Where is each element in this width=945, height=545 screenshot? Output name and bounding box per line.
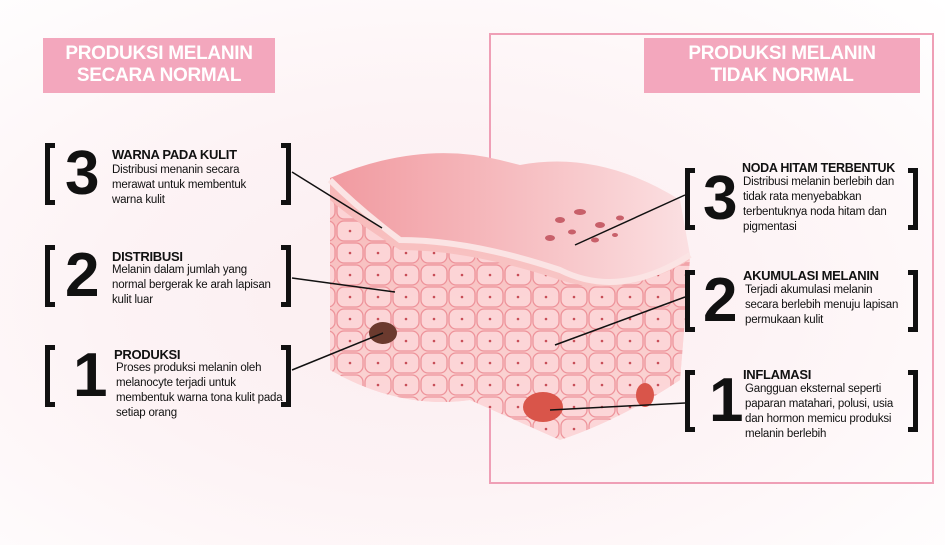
step-number: 1 <box>709 366 744 435</box>
step-title: INFLAMASI <box>743 367 812 382</box>
step-title: NODA HITAM TERBENTUK <box>742 161 896 175</box>
step-number: 2 <box>703 266 738 335</box>
left-item-1: 1 PRODUKSI Proses produksi melanin oleh … <box>45 341 293 419</box>
left-item-2: 2 DISTRIBUSI Melanin dalam jumlah yang n… <box>45 241 293 310</box>
step-title: DISTRIBUSI <box>112 249 183 264</box>
step-description: Gangguan eksternal seperti paparan matah… <box>745 383 894 440</box>
step-number: 3 <box>703 164 738 233</box>
left-header: PRODUKSI MELANIN SECARA NORMAL <box>43 38 275 93</box>
right-item-2: 2 AKUMULASI MELANIN Terjadi akumulasi me… <box>685 266 919 335</box>
bracket-left <box>685 270 695 332</box>
step-description: Distribusi menanin secara merawat untuk … <box>112 164 247 206</box>
melanocyte-inflamed <box>523 392 563 422</box>
left-item-3: 3 WARNA PADA KULIT Distribusi menanin se… <box>45 139 293 208</box>
left-header-line2: SECARA NORMAL <box>76 65 242 86</box>
right-item-1: 1 INFLAMASI Gangguan eksternal seperti p… <box>685 366 919 440</box>
step-title: WARNA PADA KULIT <box>112 147 237 162</box>
step-number: 1 <box>73 341 108 410</box>
bracket-right <box>908 370 918 432</box>
bracket-right <box>908 270 918 332</box>
bracket-right <box>281 345 291 407</box>
step-number: 3 <box>65 139 100 208</box>
left-header-line1: PRODUKSI MELANIN <box>65 43 253 64</box>
bracket-left <box>685 370 695 432</box>
right-header-line2: TIDAK NORMAL <box>710 65 854 86</box>
right-header-line1: PRODUKSI MELANIN <box>688 43 876 64</box>
surface-layer-edge <box>327 177 692 285</box>
melanocyte-inflamed-2 <box>636 383 654 407</box>
step-title: AKUMULASI MELANIN <box>743 268 879 283</box>
bracket-right <box>908 168 918 230</box>
step-description: Distribusi melanin berlebih dan tidak ra… <box>743 176 895 233</box>
step-description: Terjadi akumulasi melanin secara berlebi… <box>745 284 899 326</box>
skin-cells <box>330 200 690 440</box>
bracket-left <box>45 345 55 407</box>
dark-spots <box>545 209 624 243</box>
right-item-3: 3 NODA HITAM TERBENTUK Distribusi melani… <box>685 161 919 233</box>
bracket-left <box>45 143 55 205</box>
bracket-right <box>281 245 291 307</box>
leader-lines <box>291 171 686 411</box>
right-header: PRODUKSI MELANIN TIDAK NORMAL <box>644 38 920 93</box>
bracket-right <box>281 143 291 205</box>
step-description: Proses produksi melanin oleh melanocyte … <box>116 362 283 419</box>
step-description: Melanin dalam jumlah yang normal bergera… <box>112 264 271 306</box>
skin-surface <box>330 153 690 282</box>
step-number: 2 <box>65 241 100 310</box>
bracket-left <box>45 245 55 307</box>
bracket-left <box>685 168 695 230</box>
step-title: PRODUKSI <box>114 347 181 362</box>
